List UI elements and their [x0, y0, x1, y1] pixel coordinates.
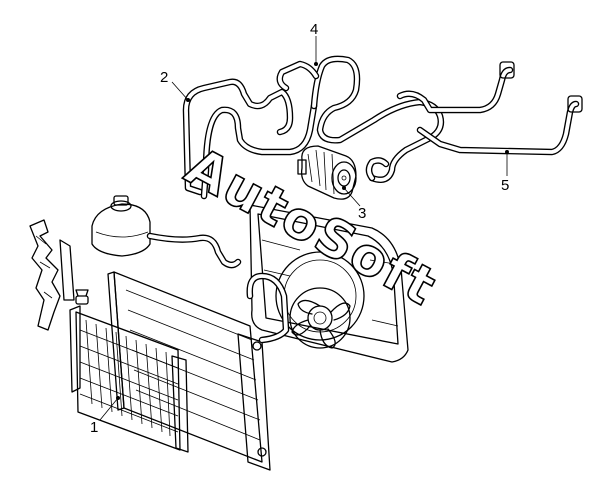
callout-1: 1 — [90, 419, 98, 436]
ac-pipe-5 — [365, 61, 583, 182]
coolant-hose — [246, 272, 290, 344]
callout-3: 3 — [358, 205, 366, 222]
callout-4: 4 — [310, 21, 318, 38]
mounting-bracket — [29, 219, 75, 331]
cooling-fan — [289, 287, 351, 349]
radiator-rear — [107, 271, 271, 471]
callout-leaders — [99, 36, 509, 421]
watermark: AutoSoft — [175, 136, 447, 319]
expansion-tank — [91, 195, 242, 269]
svg-text:AutoSoft: AutoSoft — [176, 137, 447, 319]
ac-pipe-4 — [276, 55, 445, 183]
ac-pipe-2 — [182, 78, 318, 200]
callout-2: 2 — [160, 69, 168, 86]
fan-shroud — [249, 204, 409, 363]
condenser — [69, 289, 189, 453]
callout-5: 5 — [501, 177, 509, 194]
